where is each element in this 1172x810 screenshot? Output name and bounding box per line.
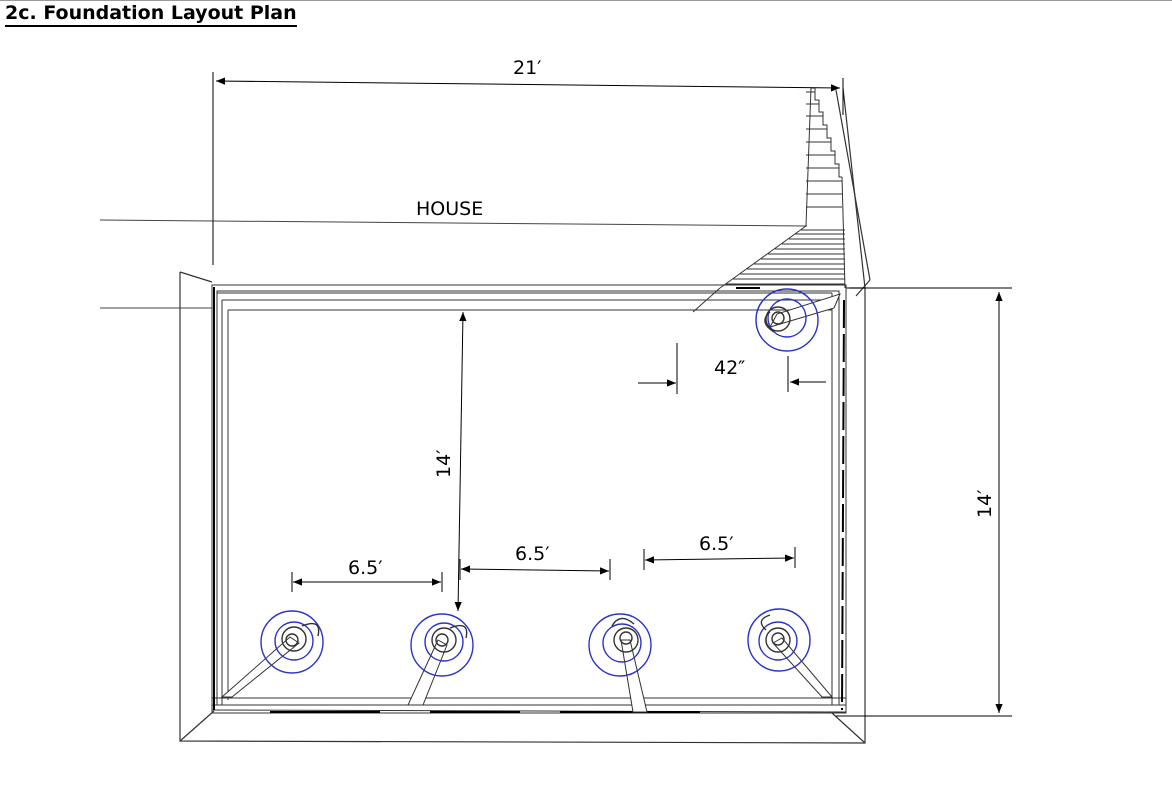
spacing-3-label: 6.5′ (699, 533, 734, 555)
right-depth-label: 14′ (974, 490, 996, 519)
post-beams (220, 293, 841, 713)
spacing-1-label: 6.5′ (348, 557, 383, 579)
page-title: 2c. Foundation Layout Plan (5, 2, 297, 27)
footing-3 (588, 613, 652, 677)
overall-width-label: 21′ (513, 57, 542, 79)
dimension-overall-width (212, 72, 844, 265)
footing-2 (410, 613, 474, 677)
footing-4 (747, 608, 811, 672)
interior-depth-label: 14′ (433, 450, 455, 479)
house-wall (99, 219, 808, 309)
page-top-rule (0, 0, 1172, 1)
dimension-right-depth (836, 287, 1012, 717)
corner-offset-label: 42″ (714, 357, 745, 379)
deck-frame-dark-edges (213, 287, 845, 713)
deck-frame (211, 284, 847, 714)
dimension-spacing-2 (459, 559, 611, 580)
house-label: HOUSE (416, 198, 483, 220)
dimension-spacing-3 (643, 547, 796, 570)
footing-1 (260, 610, 324, 674)
patio-slab-outline (179, 87, 871, 744)
footing-5-corner (755, 288, 819, 352)
spacing-2-label: 6.5′ (515, 543, 550, 565)
dimension-corner-offset (638, 343, 826, 394)
stairs (692, 87, 846, 313)
dimension-spacing-1 (291, 572, 443, 592)
dimension-interior-depth (454, 311, 467, 612)
